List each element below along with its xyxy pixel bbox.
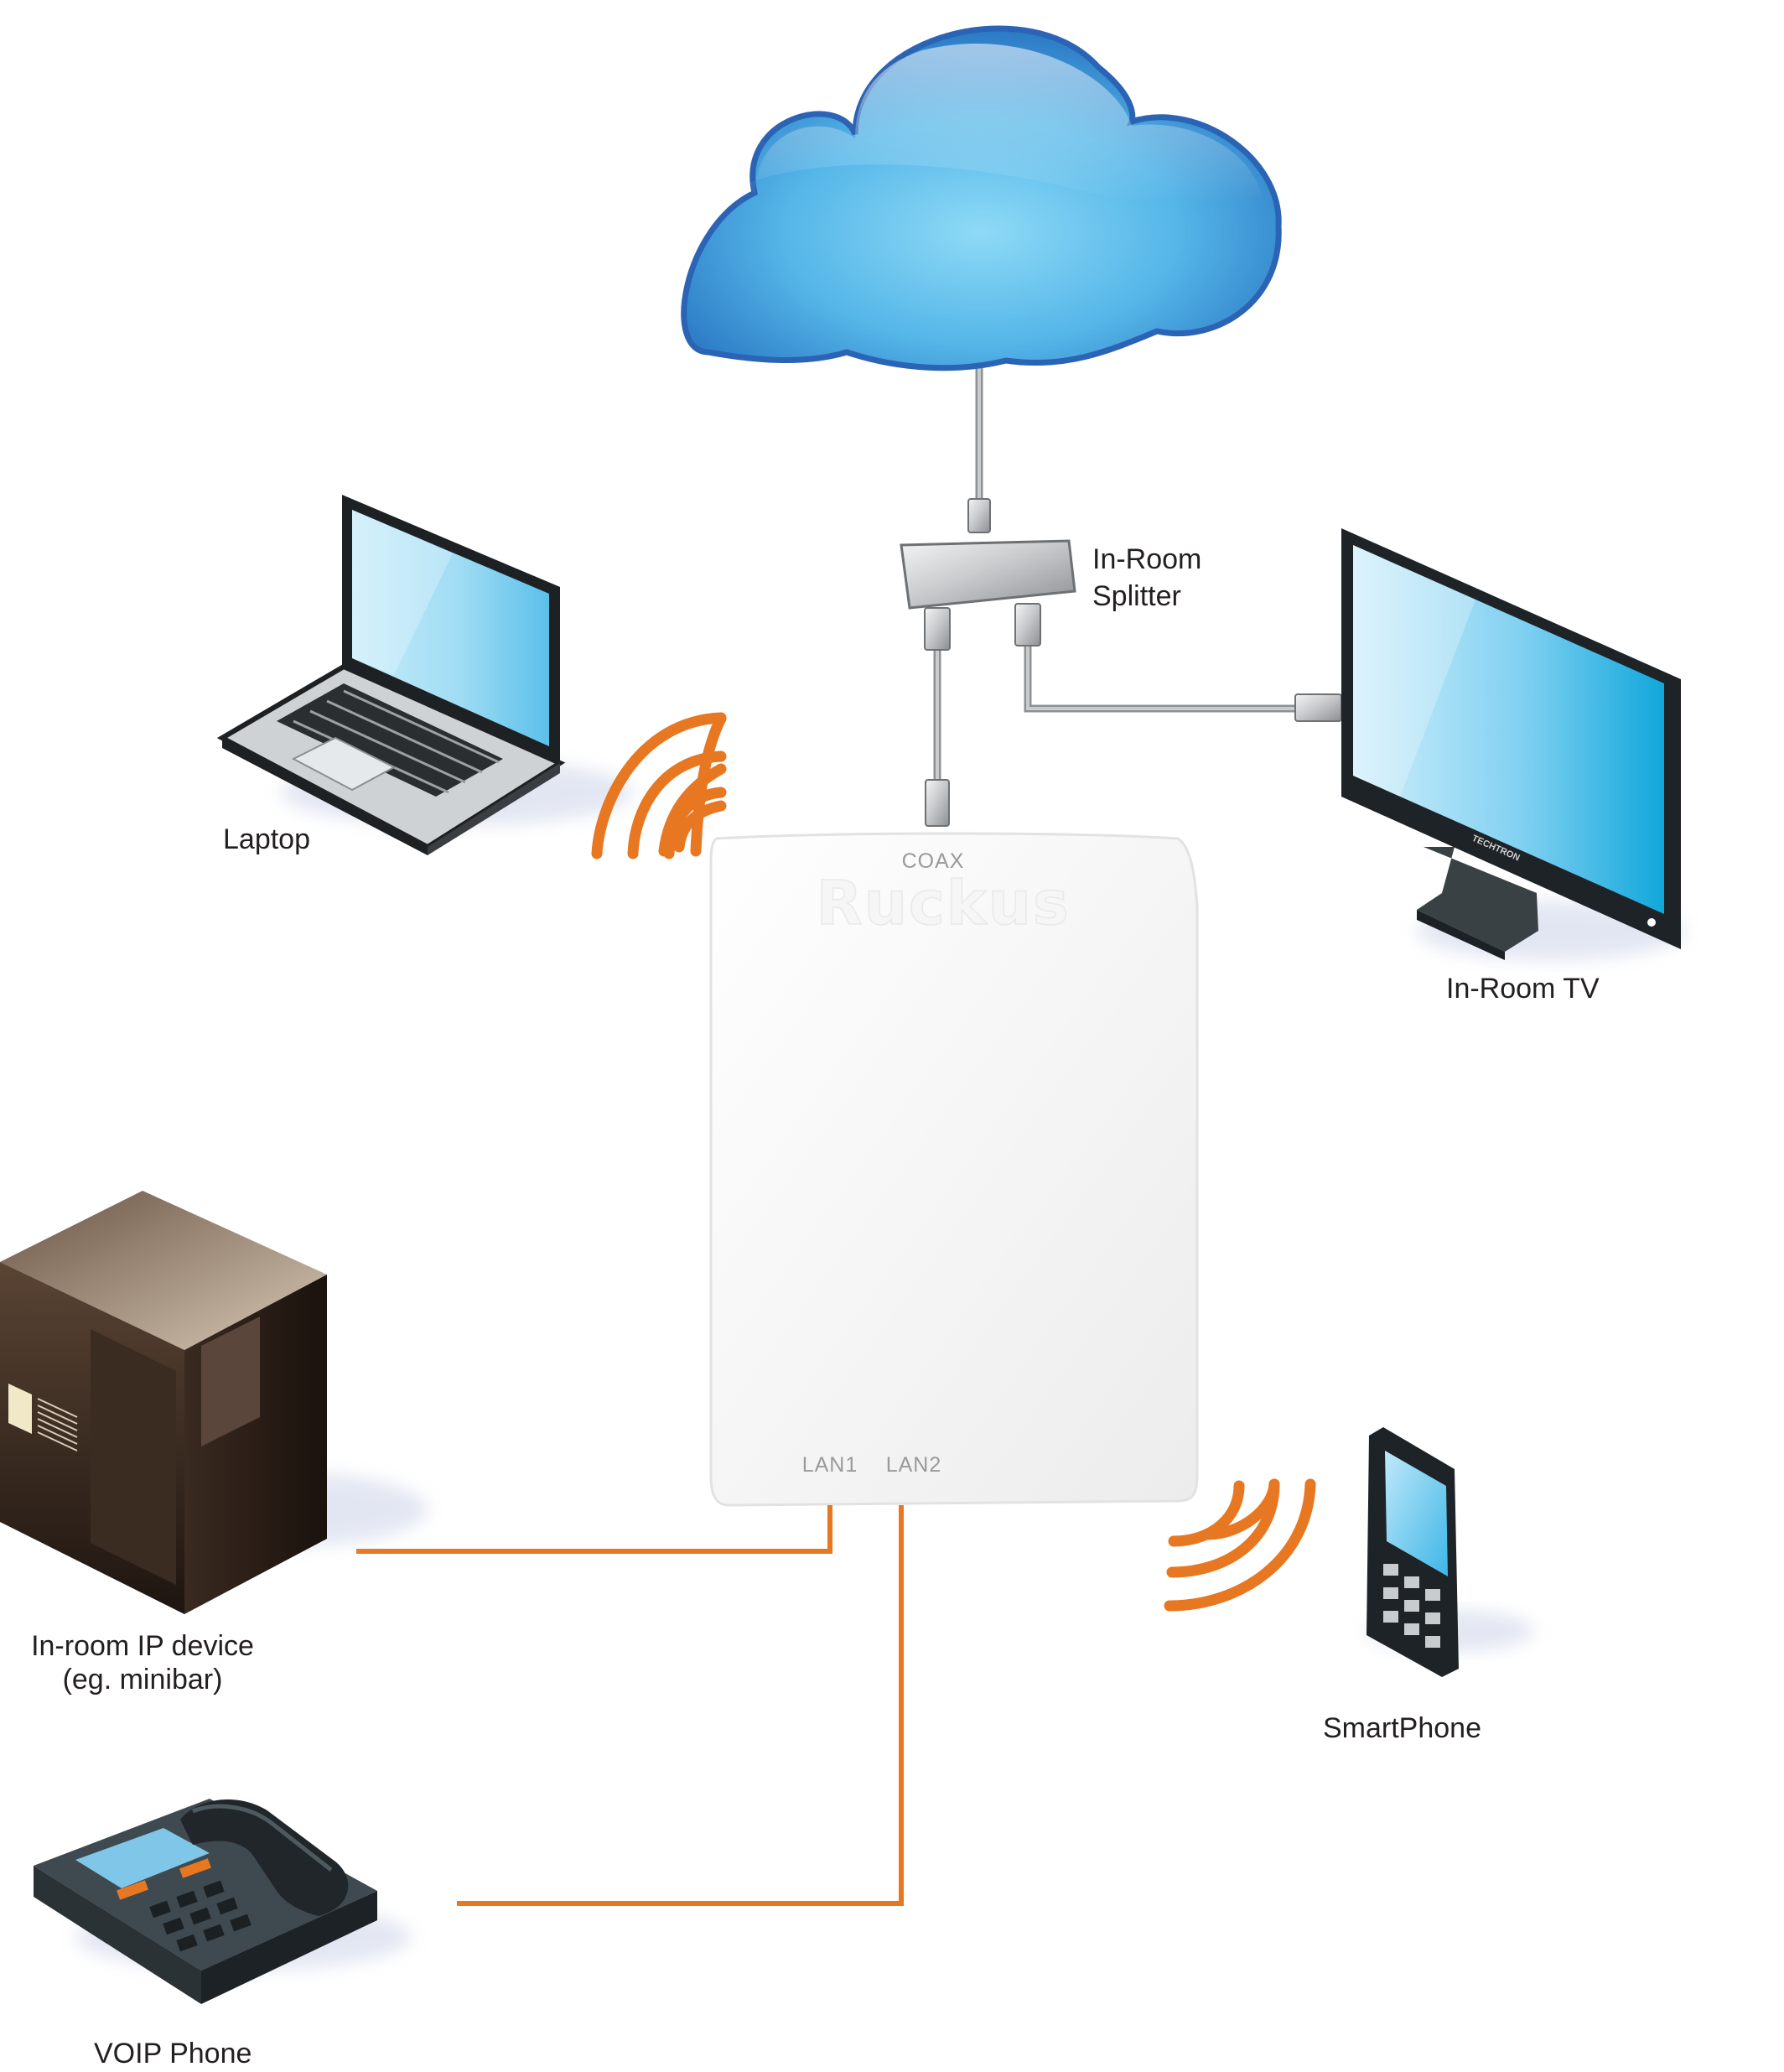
ip-device-label-line2: (eg. minibar) — [63, 1664, 223, 1696]
access-point-brand: Ruckus — [816, 868, 1070, 938]
wifi-signal-icon — [1164, 1478, 1316, 1612]
smartphone-icon — [1367, 1427, 1534, 1677]
coax-cables — [933, 356, 1312, 809]
tv-icon: TECHTRON — [1341, 528, 1685, 960]
access-point-icon: Ruckus COAX LAN1 LAN2 — [709, 832, 1199, 1507]
laptop-label: Laptop — [223, 823, 310, 855]
lan2-port-label: LAN2 — [886, 1453, 942, 1477]
splitter-label-line2: Splitter — [1092, 580, 1181, 612]
wifi-signal-icon — [591, 712, 727, 859]
lan-links — [356, 1505, 904, 1906]
tv-label: In-Room TV — [1446, 973, 1600, 1005]
splitter-label-line1: In-Room — [1092, 543, 1201, 575]
coax-port-label: COAX — [902, 849, 965, 873]
ip-device-icon — [0, 1191, 428, 1614]
lan1-port-label: LAN1 — [802, 1453, 858, 1477]
smartphone-label: SmartPhone — [1323, 1712, 1481, 1744]
voip-label: VOIP Phone — [94, 2038, 252, 2069]
voip-phone-icon — [34, 1799, 411, 2004]
ip-device-label-line1: In-room IP device — [31, 1630, 254, 1662]
cloud-icon — [681, 25, 1282, 371]
laptop-icon — [216, 495, 633, 855]
